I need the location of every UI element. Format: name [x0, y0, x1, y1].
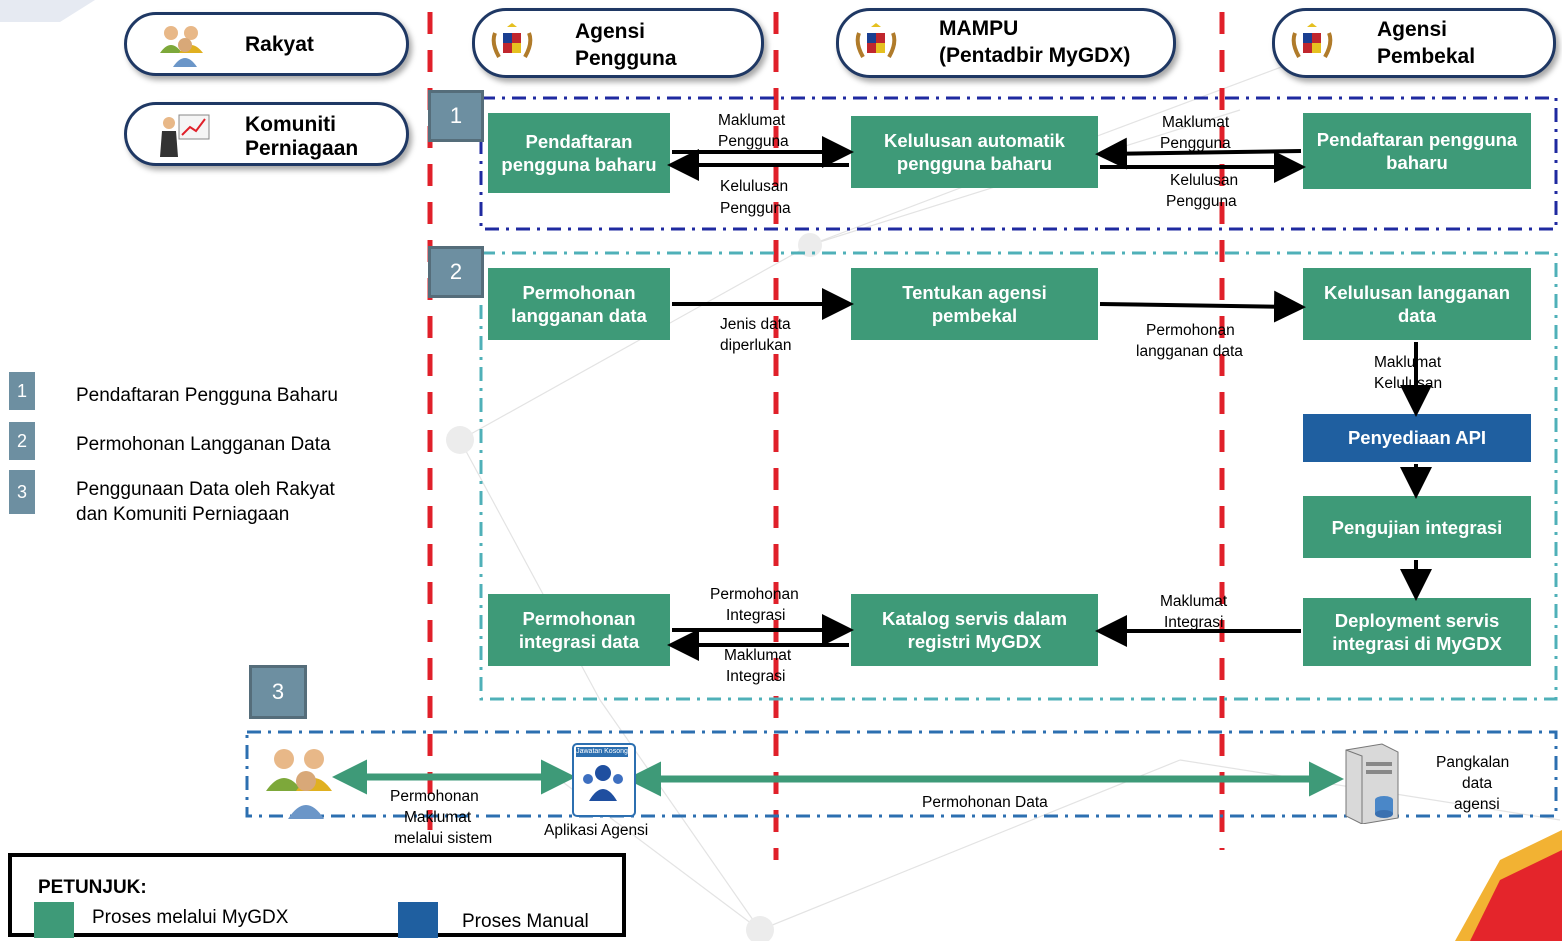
- crest-icon: [855, 23, 897, 58]
- legend-mygdx-swatch: [34, 902, 74, 938]
- section3-label-melalui-sistem: melalui sistem: [394, 830, 493, 847]
- section3-label-maklumat: Maklumat: [404, 809, 472, 826]
- legend-title: PETUNJUK:: [38, 877, 147, 898]
- arrow-label-langganan-data: langganan data: [1136, 343, 1243, 360]
- index-item-2: Permohonan Langganan Data: [76, 434, 331, 455]
- people-group-icon: [266, 749, 332, 819]
- index-badge-3: 3: [9, 470, 35, 514]
- process-penyediaan-api: Penyediaan API: [1303, 414, 1531, 462]
- db-label-data: data: [1462, 775, 1493, 792]
- arrow-label-pengguna: Pengguna: [720, 200, 791, 217]
- legend-box: PETUNJUK: Proses melalui MyGDX Proses Ma…: [8, 853, 626, 938]
- process-kelulusan-automatik: Kelulusan automatik pengguna baharu: [851, 116, 1098, 188]
- arrow-label-maklumat: Maklumat: [724, 647, 792, 664]
- section-1-badge: 1: [428, 90, 484, 142]
- index-badge-1: 1: [9, 372, 35, 410]
- index-item-3-line2: dan Komuniti Perniagaan: [76, 504, 290, 525]
- presenter-icon: [160, 114, 210, 157]
- actor-rakyat: Rakyat: [124, 12, 409, 76]
- legend-manual-swatch: [398, 902, 438, 938]
- arrow-label-pengguna: Pengguna: [1160, 135, 1231, 152]
- actor-mampu: MAMPU (Pentadbir MyGDX): [836, 8, 1176, 78]
- arrow-label-integrasi: Integrasi: [1164, 614, 1224, 631]
- agensi-pembekal-label-2: Pembekal: [1377, 45, 1476, 68]
- arrow-label-jenis-data: Jenis data: [720, 316, 791, 333]
- actor-komuniti-perniagaan: Komuniti Perniagaan: [124, 102, 409, 166]
- database-server-icon: [1345, 743, 1399, 824]
- actor-agensi-pembekal: Agensi Pembekal: [1272, 8, 1556, 78]
- arrow-label-kelulusan: Kelulusan: [720, 178, 789, 195]
- arrow-label-pengguna: Pengguna: [718, 133, 789, 150]
- legend-mygdx-label: Proses melalui MyGDX: [92, 907, 289, 928]
- jawatan-kosong-badge: Jawatan Kosong: [576, 747, 628, 757]
- crest-icon: [1291, 23, 1333, 58]
- arrow-label-integrasi: Integrasi: [726, 668, 786, 685]
- komuniti-label-1: Komuniti: [245, 113, 336, 136]
- db-label-agensi: agensi: [1454, 796, 1500, 813]
- index-item-3-line1: Penggunaan Data oleh Rakyat: [76, 479, 335, 500]
- process-kelulusan-langganan: Kelulusan langganan data: [1303, 268, 1531, 340]
- arrow-label-permohonan: Permohonan: [1146, 322, 1235, 339]
- agensi-pembekal-label-1: Agensi: [1377, 18, 1448, 41]
- mampu-label-1: MAMPU: [939, 17, 1019, 40]
- process-deployment: Deployment servis integrasi di MyGDX: [1303, 598, 1531, 666]
- arrow-label-maklumat: Maklumat: [718, 112, 786, 129]
- arrow-label-integrasi: Integrasi: [726, 607, 786, 624]
- process-pengujian-integrasi: Pengujian integrasi: [1303, 496, 1531, 558]
- rakyat-label: Rakyat: [245, 33, 314, 56]
- arrow-label-kelulusan: Kelulusan: [1170, 172, 1239, 189]
- agensi-pengguna-label-1: Agensi: [575, 20, 646, 43]
- process-tentukan-agensi: Tentukan agensi pembekal: [851, 268, 1098, 340]
- arrow-label-maklumat: Maklumat: [1160, 593, 1228, 610]
- people-icon: [160, 26, 203, 67]
- komuniti-label-2: Perniagaan: [245, 137, 359, 160]
- db-label-pangkalan: Pangkalan: [1436, 754, 1510, 771]
- legend-manual-label: Proses Manual: [462, 911, 589, 932]
- process-pendaftaran-pembekal: Pendaftaran pengguna baharu: [1303, 113, 1531, 189]
- index-item-1: Pendaftaran Pengguna Baharu: [76, 385, 338, 406]
- process-katalog: Katalog servis dalam registri MyGDX: [851, 594, 1098, 666]
- users-group-icon: [583, 765, 623, 801]
- process-permohonan-integrasi: Permohonan integrasi data: [488, 594, 670, 666]
- mampu-label-2: (Pentadbir MyGDX): [939, 44, 1131, 67]
- arrow-label-pengguna: Pengguna: [1166, 193, 1237, 210]
- arrow-label-maklumat: Maklumat: [1162, 114, 1230, 131]
- section3-label-permohonan: Permohonan: [390, 788, 479, 805]
- agensi-pengguna-label-2: Pengguna: [575, 47, 677, 70]
- section-3-badge: 3: [249, 665, 307, 719]
- process-pendaftaran-pengguna: Pendaftaran pengguna baharu: [488, 113, 670, 193]
- arrow-label-maklumat: Maklumat: [1374, 354, 1442, 371]
- arrow-label-diperlukan: diperlukan: [720, 337, 792, 354]
- index-badge-2: 2: [9, 422, 35, 460]
- permohonan-data-label: Permohonan Data: [922, 794, 1048, 811]
- aplikasi-agensi-label: Aplikasi Agensi: [544, 822, 649, 839]
- crest-icon: [491, 23, 533, 58]
- arrow-label-kelulusan: Kelulusan: [1374, 375, 1443, 392]
- aplikasi-agensi-icon: Jawatan Kosong: [572, 743, 636, 817]
- process-permohonan-langganan: Permohonan langganan data: [488, 268, 670, 340]
- actor-agensi-pengguna: Agensi Pengguna: [472, 8, 764, 78]
- section-2-badge: 2: [428, 246, 484, 298]
- arrow-label-permohonan: Permohonan: [710, 586, 799, 603]
